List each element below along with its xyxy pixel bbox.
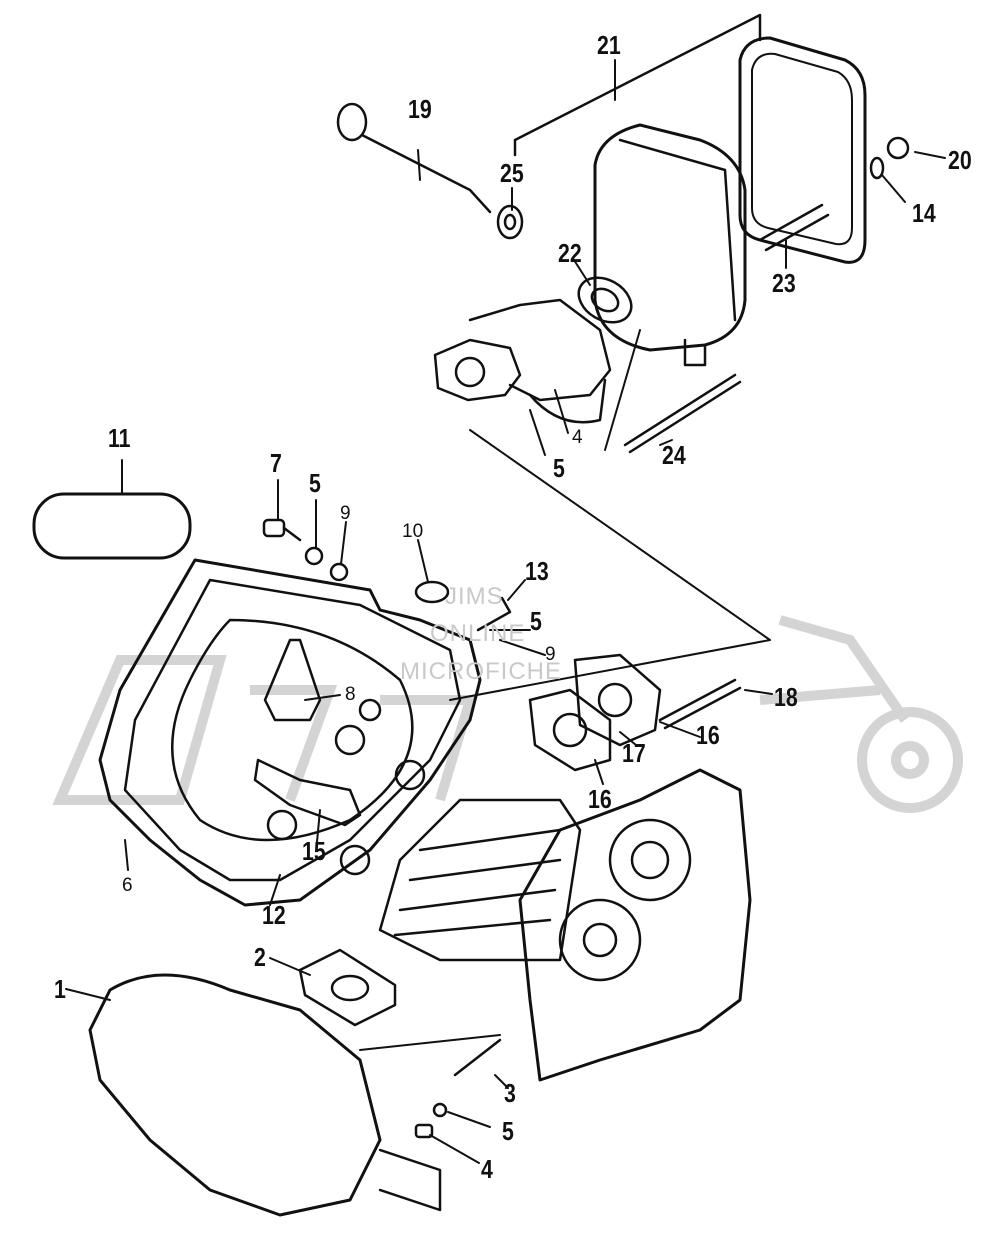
washer: [869, 156, 885, 180]
callout-15: 15: [302, 836, 326, 866]
long-stud: [623, 373, 742, 454]
callout-14: 14: [912, 198, 936, 228]
spark-plug: [253, 758, 362, 827]
intake-spacer: [528, 688, 612, 772]
carburetor-gasket: [577, 276, 633, 324]
muffler-nut: [414, 1123, 434, 1139]
watermark-text-line2: ONLINE: [430, 620, 526, 647]
blower-housing: [98, 558, 482, 907]
flat-washer: [329, 562, 349, 582]
callout-5-left: 5: [309, 468, 321, 498]
callout-17: 17: [622, 738, 646, 768]
grommet: [496, 204, 524, 240]
callout-24: 24: [662, 440, 686, 470]
lock-washer: [304, 546, 324, 566]
carburetor: [433, 298, 612, 424]
bolt: [262, 518, 302, 542]
watermark-motorcycle-logo: [52, 615, 963, 813]
wing-nut: [886, 136, 910, 160]
callout-3: 3: [504, 1078, 516, 1108]
callout-8: 8: [345, 684, 356, 705]
callout-1: 1: [54, 974, 66, 1004]
dipstick: [336, 102, 492, 214]
callout-bracket-21: [513, 13, 762, 157]
spark-plug-boot: [263, 638, 322, 722]
watermark-text-line3: MICROFICHE: [400, 658, 562, 685]
callout-22: 22: [558, 238, 582, 268]
cylinder-fins: [378, 798, 582, 962]
callout-21: 21: [597, 30, 621, 60]
callout-10: 10: [402, 521, 424, 542]
cylinder-head: [266, 698, 426, 876]
muffler: [88, 973, 442, 1217]
stud: [758, 203, 830, 252]
watermark-text-line1: JIMS: [445, 583, 504, 610]
callout-4-top: 4: [572, 427, 583, 448]
air-cleaner-cover: [593, 36, 867, 367]
callout-2: 2: [254, 942, 266, 972]
callout-11: 11: [108, 423, 131, 453]
callout-6: 6: [122, 875, 133, 896]
callout-4-bottom: 4: [481, 1154, 493, 1184]
crankcase: [518, 768, 752, 1082]
callout-9-mid: 9: [545, 644, 556, 665]
callout-5-mid: 5: [530, 606, 542, 636]
callout-20: 20: [948, 145, 972, 175]
muffler-gasket: [298, 948, 397, 1027]
intake-gasket-upper: [573, 653, 662, 747]
callout-16-lower: 16: [588, 784, 612, 814]
callout-19: 19: [408, 94, 432, 124]
callout-13: 13: [525, 556, 549, 586]
callout-18: 18: [774, 682, 798, 712]
intake-stud: [658, 678, 742, 730]
cover-gasket: [32, 492, 192, 560]
leader-lines: [65, 59, 946, 1164]
callout-7: 7: [270, 448, 282, 478]
callout-12: 12: [262, 900, 286, 930]
callout-5-bottom: 5: [502, 1116, 514, 1146]
callout-9-left: 9: [340, 503, 351, 524]
callout-16-upper: 16: [696, 720, 720, 750]
callout-25: 25: [500, 158, 524, 188]
muffler-lock-washer: [432, 1102, 448, 1118]
callout-5-top: 5: [553, 453, 565, 483]
rubber-grommet: [414, 580, 450, 604]
muffler-stud: [453, 1038, 502, 1077]
screw: [476, 596, 512, 632]
callout-23: 23: [772, 268, 796, 298]
